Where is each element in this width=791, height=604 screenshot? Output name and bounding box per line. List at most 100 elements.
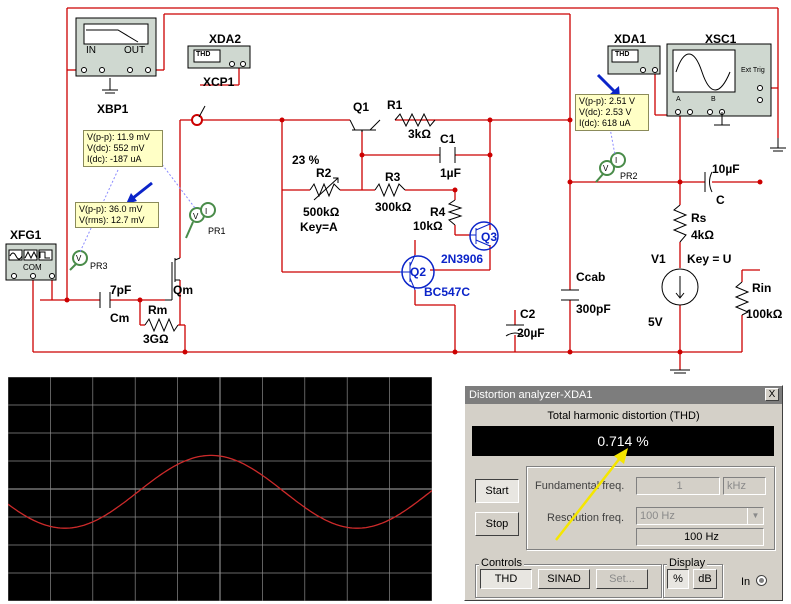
label-xbp1-out: OUT xyxy=(124,45,146,56)
start-button[interactable]: Start xyxy=(475,479,519,503)
value-v1: 5V xyxy=(648,315,663,329)
value-rin: 100kΩ xyxy=(746,307,783,321)
label-rs: Rs xyxy=(691,211,707,225)
label-xbp1-in: IN xyxy=(86,45,96,56)
part-q2: BC547C xyxy=(424,285,471,299)
transistor-q2 xyxy=(400,254,435,291)
value-cm: 7pF xyxy=(110,283,132,297)
label-xda1-screen: THD xyxy=(615,51,630,58)
pr2-vpp: V(p-p): 2.51 V xyxy=(579,96,636,106)
label-xsc1: XSC1 xyxy=(705,32,737,46)
svg-text:V: V xyxy=(603,164,609,173)
value-ccab: 300pF xyxy=(576,302,611,316)
pr3-vpp: V(p-p): 36.0 mV xyxy=(79,204,143,214)
oscilloscope-xsc1 xyxy=(666,43,786,152)
label-r4: R4 xyxy=(430,205,446,219)
function-generator-xfg1 xyxy=(5,243,57,281)
sinad-button[interactable]: SINAD xyxy=(538,569,590,589)
circuit-schematic: V I V V I xyxy=(5,7,786,374)
controls-group-title: Controls xyxy=(479,557,524,569)
capacitor-c1 xyxy=(439,147,456,163)
label-xfg1: XFG1 xyxy=(10,228,42,242)
label-v1: V1 xyxy=(651,252,666,266)
fundamental-unit-select[interactable]: kHz xyxy=(723,477,766,495)
pr2-idc: I(dc): 618 uA xyxy=(579,118,631,128)
pr3-vrms: V(rms): 12.7 mV xyxy=(79,215,145,225)
capacitor-c xyxy=(704,171,713,193)
probe-pr2-icon: V I xyxy=(595,152,626,183)
label-pr1: PR1 xyxy=(208,226,226,236)
stop-button[interactable]: Stop xyxy=(475,512,519,536)
chevron-down-icon[interactable]: ▼ xyxy=(747,508,763,524)
resistor-r4 xyxy=(447,199,463,226)
label-pr2: PR2 xyxy=(620,171,638,181)
value-r4: 10kΩ xyxy=(413,219,443,233)
label-rm: Rm xyxy=(148,303,168,317)
controls-group xyxy=(475,564,662,598)
transistor-q1 xyxy=(349,119,381,132)
capacitor-c2 xyxy=(505,324,525,337)
label-pr3: PR3 xyxy=(90,261,108,271)
distortion-analyzer-xda2 xyxy=(187,45,251,69)
label-com: COM xyxy=(23,263,42,272)
label-qm: Qm xyxy=(173,283,194,297)
svg-text:I: I xyxy=(615,156,617,165)
resistor-r1 xyxy=(394,112,436,128)
label-r2: R2 xyxy=(316,166,332,180)
label-c: C xyxy=(716,193,725,207)
label-q2: Q2 xyxy=(410,265,427,279)
value-rs: 4kΩ xyxy=(691,228,714,242)
yellow-arrow xyxy=(555,448,628,541)
svg-text:V: V xyxy=(76,254,82,263)
value-c1: 1µF xyxy=(440,166,461,180)
thd-button[interactable]: THD xyxy=(480,569,532,589)
set-button[interactable]: Set... xyxy=(596,569,648,589)
svg-text:V: V xyxy=(193,212,199,221)
label-ccab: Ccab xyxy=(576,270,606,284)
display-group-title: Display xyxy=(667,557,708,569)
percent-button[interactable]: % xyxy=(667,569,689,589)
svg-text:I: I xyxy=(205,207,207,216)
scope-grid xyxy=(8,377,432,601)
label-channel-b: B xyxy=(711,96,716,103)
ground-symbol xyxy=(670,369,690,374)
window-titlebar[interactable]: Distortion analyzer-XDA1 X xyxy=(465,386,782,404)
label-xda2: XDA2 xyxy=(209,32,242,46)
fundamental-freq-input[interactable]: 1 xyxy=(636,477,720,495)
label-channel-a: A xyxy=(676,96,681,103)
db-button[interactable]: dB xyxy=(693,569,717,589)
probe-pr3-readout: V(p-p): 36.0 mV V(rms): 12.7 mV xyxy=(75,202,159,228)
current-probe-xcp1 xyxy=(191,105,206,126)
resistor-rs xyxy=(672,204,688,243)
label-c2: C2 xyxy=(520,307,536,321)
label-xda1: XDA1 xyxy=(614,32,647,46)
potentiometer-r2 xyxy=(309,177,341,201)
pr1-idc: I(dc): -187 uA xyxy=(87,154,142,164)
pr1-vdc: V(dc): 552 mV xyxy=(87,143,145,153)
label-r3: R3 xyxy=(385,170,401,184)
settings-group xyxy=(526,466,775,550)
value-r1: 3kΩ xyxy=(408,127,431,141)
label-r1: R1 xyxy=(387,98,403,112)
in-terminal-icon[interactable] xyxy=(756,575,767,586)
key-r2: Key=A xyxy=(300,220,338,234)
resolution-freq-value: 100 Hz xyxy=(640,510,675,522)
label-ext-trig: Ext Trig xyxy=(741,67,765,74)
resolution-freq-select[interactable]: 100 Hz ▼ xyxy=(636,507,764,525)
key-v1: Key = U xyxy=(687,252,732,266)
label-xcp1: XCP1 xyxy=(203,75,235,89)
resistor-rin xyxy=(734,281,750,316)
part-q3: 2N3906 xyxy=(441,252,484,266)
value-c2: 20µF xyxy=(517,326,545,340)
label-c1: C1 xyxy=(440,132,456,146)
percent-r2: 23 % xyxy=(292,153,320,167)
transistor-q3 xyxy=(469,221,499,251)
distortion-analyzer-xda1 xyxy=(607,45,661,75)
window-title: Distortion analyzer-XDA1 xyxy=(469,389,593,401)
resistor-rm xyxy=(144,317,179,333)
close-button[interactable]: X xyxy=(765,388,779,401)
value-c: 10µF xyxy=(712,162,740,176)
label-q1: Q1 xyxy=(353,100,370,114)
probe-pr3-icon: V xyxy=(69,250,88,271)
capacitor-ccab xyxy=(561,289,579,301)
